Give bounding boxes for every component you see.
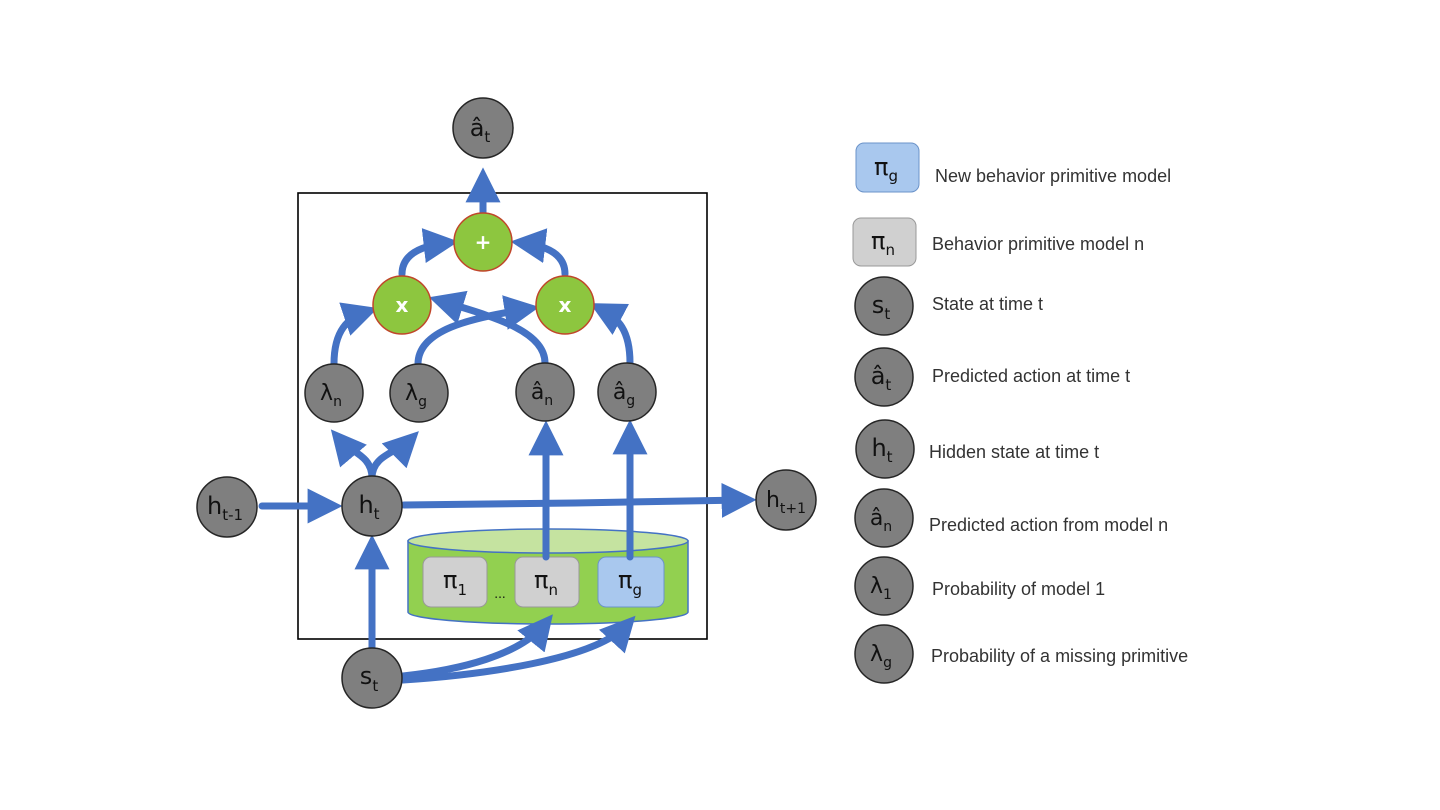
legend-item-state: st State at time t: [854, 276, 1043, 336]
svg-text:ht-1: ht-1: [207, 492, 243, 524]
svg-text:ân: ân: [531, 380, 553, 409]
arrow-h-t-to-h-next: [400, 482, 757, 518]
node-h-next: ht+1: [755, 469, 817, 531]
svg-text:Probability of a missing primi: Probability of a missing primitive: [931, 646, 1188, 666]
svg-text:πn: πn: [871, 227, 895, 259]
svg-text:πg: πg: [618, 566, 642, 599]
model-box-pi-g: πg: [597, 556, 665, 608]
svg-text:Predicted action at time t: Predicted action at time t: [932, 366, 1130, 386]
node-s-t: st: [341, 647, 403, 709]
svg-text:Probability of model 1: Probability of model 1: [932, 579, 1105, 599]
arrow-mult-right-to-plus: [510, 228, 569, 278]
svg-text:πg: πg: [874, 153, 898, 185]
cell-frame: [297, 192, 708, 640]
legend: πg New behavior primitive model πn Behav…: [852, 142, 1188, 684]
node-a-hat-t: ât: [452, 97, 514, 159]
svg-text:λ1: λ1: [870, 574, 892, 603]
svg-text:x: x: [396, 293, 409, 317]
node-lambda-g: λg: [389, 363, 449, 423]
svg-text:x: x: [559, 293, 572, 317]
node-h-t: ht: [341, 475, 403, 537]
arrow-s-t-to-pi-n: [399, 614, 553, 680]
svg-text:Hidden state at time t: Hidden state at time t: [929, 442, 1099, 462]
svg-text:λg: λg: [870, 642, 892, 671]
node-lambda-n: λn: [304, 363, 364, 423]
plus-node: +: [453, 212, 513, 272]
mult-node-left: x: [372, 275, 432, 335]
mult-node-right: x: [535, 275, 595, 335]
svg-text:st: st: [360, 662, 379, 695]
legend-item-probability-model-1: λ1 Probability of model 1: [854, 556, 1105, 616]
arrow-h-t-to-lambda-g: [368, 431, 419, 482]
svg-text:ât: ât: [871, 362, 892, 394]
model-box-pi-1: π1: [422, 556, 488, 608]
svg-text:π1: π1: [443, 566, 467, 599]
arrow-a-hat-g-to-mult-right: [589, 303, 634, 367]
svg-text:Behavior primitive model n: Behavior primitive model n: [932, 234, 1144, 254]
arrow-a-hat-n-to-mult-left: [428, 290, 549, 367]
legend-item-predicted-action: ât Predicted action at time t: [854, 347, 1130, 407]
svg-text:âg: âg: [613, 380, 635, 409]
svg-text:ân: ân: [870, 506, 892, 535]
arrow-lambda-n-to-mult-left: [330, 302, 378, 368]
svg-text:πn: πn: [534, 566, 558, 599]
arrow-h-t-to-lambda-n: [330, 429, 376, 482]
legend-item-predicted-action-n: ân Predicted action from model n: [854, 488, 1168, 548]
node-a-hat-n: ân: [515, 362, 575, 422]
svg-text:Predicted action from model n: Predicted action from model n: [929, 515, 1168, 535]
arrow-mult-left-to-plus: [398, 228, 459, 278]
legend-item-hidden-state: ht Hidden state at time t: [855, 419, 1099, 479]
node-a-hat-g: âg: [597, 362, 657, 422]
svg-text:+: +: [475, 230, 492, 254]
model-box-pi-n: πn: [514, 556, 580, 608]
legend-item-probability-missing: λg Probability of a missing primitive: [854, 624, 1188, 684]
arrow-s-t-to-pi-g: [399, 615, 636, 684]
svg-text:ht+1: ht+1: [766, 488, 806, 517]
svg-text:ht: ht: [871, 434, 892, 466]
arrow-lambda-g-to-mult-right: [414, 295, 540, 368]
svg-text:λn: λn: [320, 381, 342, 410]
svg-text:State at time t: State at time t: [932, 294, 1043, 314]
svg-text:ât: ât: [470, 114, 491, 146]
model-ellipsis: ...: [494, 587, 505, 601]
svg-text:New behavior primitive model: New behavior primitive model: [935, 166, 1171, 186]
svg-text:st: st: [872, 291, 891, 323]
svg-text:ht: ht: [358, 491, 379, 523]
legend-item-new-primitive: πg New behavior primitive model: [855, 142, 1171, 193]
node-h-prev: ht-1: [196, 476, 258, 538]
svg-text:λg: λg: [405, 381, 427, 410]
arrows: [258, 167, 757, 684]
legend-item-primitive-n: πn Behavior primitive model n: [852, 217, 1144, 267]
